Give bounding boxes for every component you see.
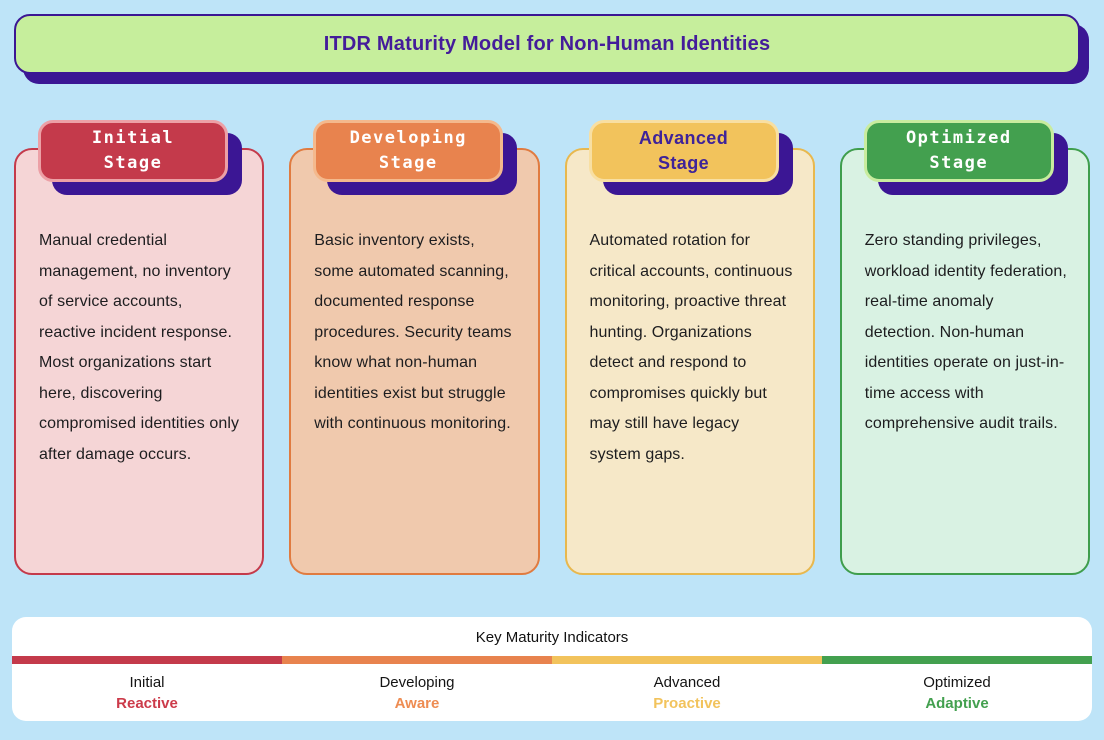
indicator-trait-label: Aware (394, 695, 440, 712)
indicator-item-optimized: Optimized Adaptive (822, 672, 1092, 714)
stage-badge-line1: Developing (349, 128, 467, 148)
stage-description: Basic inventory exists, some automated s… (314, 232, 512, 432)
stage-card-optimized: Zero standing privileges, workload ident… (839, 148, 1090, 575)
stage-badge-line2: Stage (103, 153, 163, 173)
indicator-trait-label: Proactive (653, 695, 721, 712)
indicator-stage-label: Optimized (923, 674, 991, 691)
stage-badge-line2: Stage (929, 153, 989, 173)
stage-description: Automated rotation for critical accounts… (589, 232, 793, 463)
maturity-bar-segment-developing (282, 656, 552, 664)
indicators-title: Key Maturity Indicators (475, 629, 629, 646)
stage-card-advanced: Automated rotation for critical accounts… (564, 148, 815, 575)
stage-badge-line1: Initial (91, 128, 175, 148)
stage-badge-line2: Stage (657, 153, 710, 173)
stage-badge-initial: Initial Stage (38, 120, 228, 182)
indicator-item-initial: Initial Reactive (12, 672, 282, 714)
stage-description: Zero standing privileges, workload ident… (864, 232, 1067, 432)
indicator-stage-label: Initial (129, 674, 165, 691)
title-banner: ITDR Maturity Model for Non-Human Identi… (14, 14, 1080, 74)
indicator-labels-row: Initial Reactive Developing Aware Advanc… (12, 672, 1092, 714)
indicator-trait-label: Adaptive (925, 695, 989, 712)
stage-column-advanced: Advanced Stage Automated rotation for cr… (564, 120, 815, 575)
stage-badge-line2: Stage (378, 153, 438, 173)
maturity-bar (12, 656, 1092, 664)
maturity-bar-segment-optimized (822, 656, 1092, 664)
stage-card-initial: Manual credential management, no invento… (14, 148, 265, 575)
stage-badge-optimized: Optimized Stage (863, 120, 1054, 182)
indicator-stage-label: Developing (379, 674, 455, 691)
stage-column-optimized: Optimized Stage Zero standing privileges… (839, 120, 1090, 575)
stage-badge-developing: Developing Stage (313, 120, 504, 182)
indicator-item-developing: Developing Aware (282, 672, 552, 714)
stages-row: Initial Stage Manual credential manageme… (14, 120, 1090, 575)
maturity-bar-segment-initial (12, 656, 282, 664)
stage-badge-advanced: Advanced Stage (588, 120, 779, 182)
indicator-trait-label: Reactive (116, 695, 178, 712)
stage-column-initial: Initial Stage Manual credential manageme… (14, 120, 265, 575)
stage-card-developing: Basic inventory exists, some automated s… (289, 148, 540, 575)
indicator-item-advanced: Advanced Proactive (552, 672, 822, 714)
stage-description: Manual credential management, no invento… (39, 232, 240, 463)
stage-column-developing: Developing Stage Basic inventory exists,… (289, 120, 540, 575)
maturity-bar-segment-advanced (552, 656, 822, 664)
stage-badge-line1: Advanced (638, 128, 729, 148)
key-maturity-indicators-panel: Key Maturity Indicators Initial Reactive… (12, 617, 1092, 721)
indicator-stage-label: Advanced (653, 674, 721, 691)
stage-badge-line1: Optimized (905, 128, 1012, 148)
page-title: ITDR Maturity Model for Non-Human Identi… (323, 32, 771, 55)
